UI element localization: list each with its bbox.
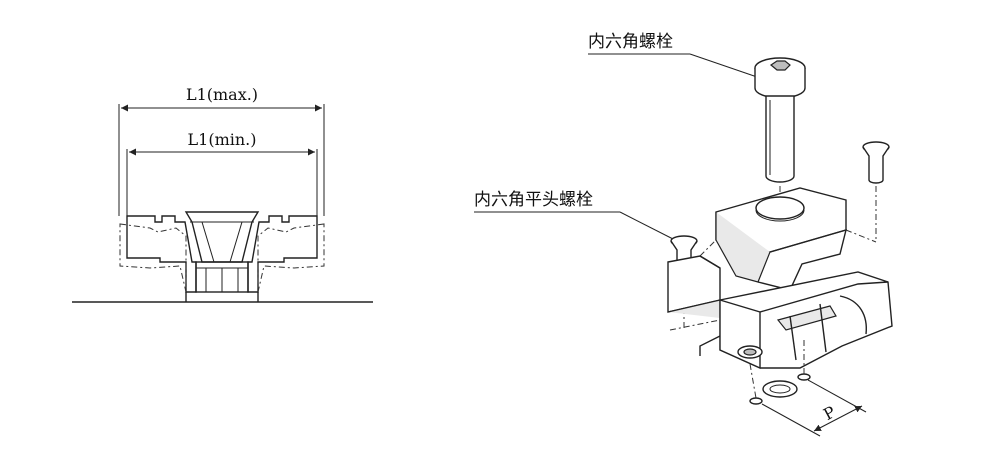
- rail-slot: [185, 292, 259, 302]
- dimension-l1-min: L1(min.): [126, 130, 318, 216]
- dimension-l1-max: L1(max.): [118, 85, 325, 216]
- pitch-label: P: [820, 402, 839, 424]
- exploded-view: 内六角螺栓 内六角平头螺栓: [474, 32, 893, 437]
- clamp-body: [667, 255, 893, 369]
- mounting-holes: [749, 340, 811, 405]
- socket-head-bolt-label: 内六角螺栓: [588, 32, 673, 52]
- right-clamp-solid: [247, 215, 318, 293]
- left-clamp-solid: [126, 215, 197, 293]
- right-clamp-dashed: [257, 223, 325, 293]
- section-view: L1(max.) L1(min.): [72, 85, 373, 303]
- center-wedge: [184, 211, 260, 263]
- socket-head-bolt: [754, 57, 806, 205]
- wedge-block: [699, 187, 877, 291]
- flat-head-bolt-label: 内六角平头螺栓: [474, 190, 593, 210]
- left-clamp-dashed: [119, 223, 187, 293]
- l1-max-label: L1(max.): [186, 85, 258, 104]
- flat-head-bolt-right: [862, 141, 890, 242]
- l1-min-label: L1(min.): [188, 130, 257, 149]
